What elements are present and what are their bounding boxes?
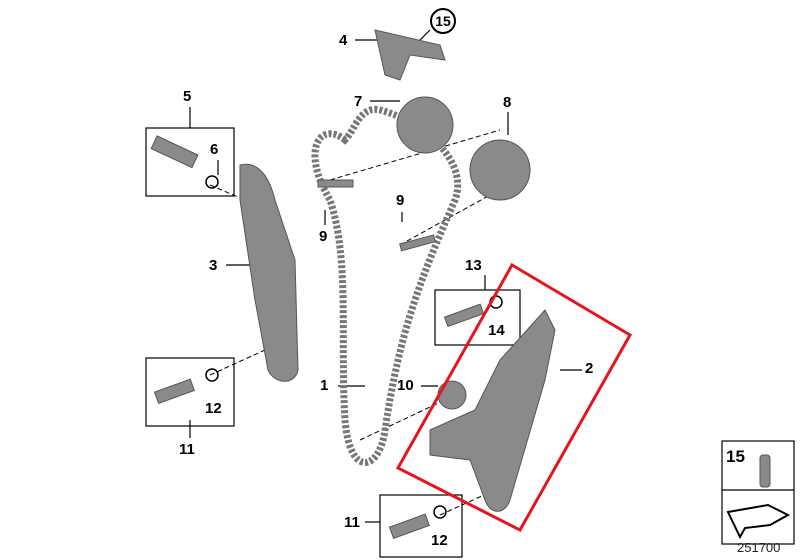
bolt-5 (150, 135, 199, 169)
part-boxes (145, 127, 795, 558)
legend-label-15: 15 (726, 447, 745, 466)
callout-5: 5 (183, 88, 192, 105)
arrow-icon (726, 503, 791, 540)
callout-11a: 11 (179, 441, 195, 458)
callout-11b: 11 (344, 514, 360, 531)
vanos-unit-8 (469, 139, 531, 201)
bolt-13 (443, 303, 485, 328)
callout-1: 1 (320, 377, 329, 394)
callout-2: 2 (585, 360, 594, 377)
bolt-11a (153, 378, 195, 405)
callout-6: 6 (210, 141, 219, 158)
diagram-id: 251700 (737, 540, 781, 555)
callout-10: 10 (397, 377, 414, 394)
callout-12b: 12 (431, 532, 448, 549)
guide-rail-4 (374, 29, 446, 81)
callout-9b: 9 (396, 192, 405, 209)
vanos-unit-7 (396, 96, 454, 154)
leader-lines (189, 29, 582, 523)
tensioner-rail-3 (239, 163, 299, 382)
highlight-frame (395, 262, 633, 532)
timing-chain (311, 105, 462, 466)
bolt-15-legend (759, 454, 771, 488)
bolt-11b (388, 513, 430, 540)
bolt-9b (399, 234, 436, 252)
bolt-9a (317, 179, 354, 188)
callout-8: 8 (503, 94, 512, 111)
callout-9a: 9 (319, 228, 328, 245)
callout-14: 14 (488, 322, 505, 339)
callout-15-circled: 15 (430, 8, 456, 34)
callout-12a: 12 (205, 400, 222, 417)
callout-7: 7 (354, 93, 363, 110)
callout-4: 4 (339, 32, 348, 49)
callout-13: 13 (465, 257, 482, 274)
guide-rail-2 (429, 309, 556, 512)
callout-3: 3 (209, 257, 218, 274)
sprocket-10 (437, 380, 467, 410)
